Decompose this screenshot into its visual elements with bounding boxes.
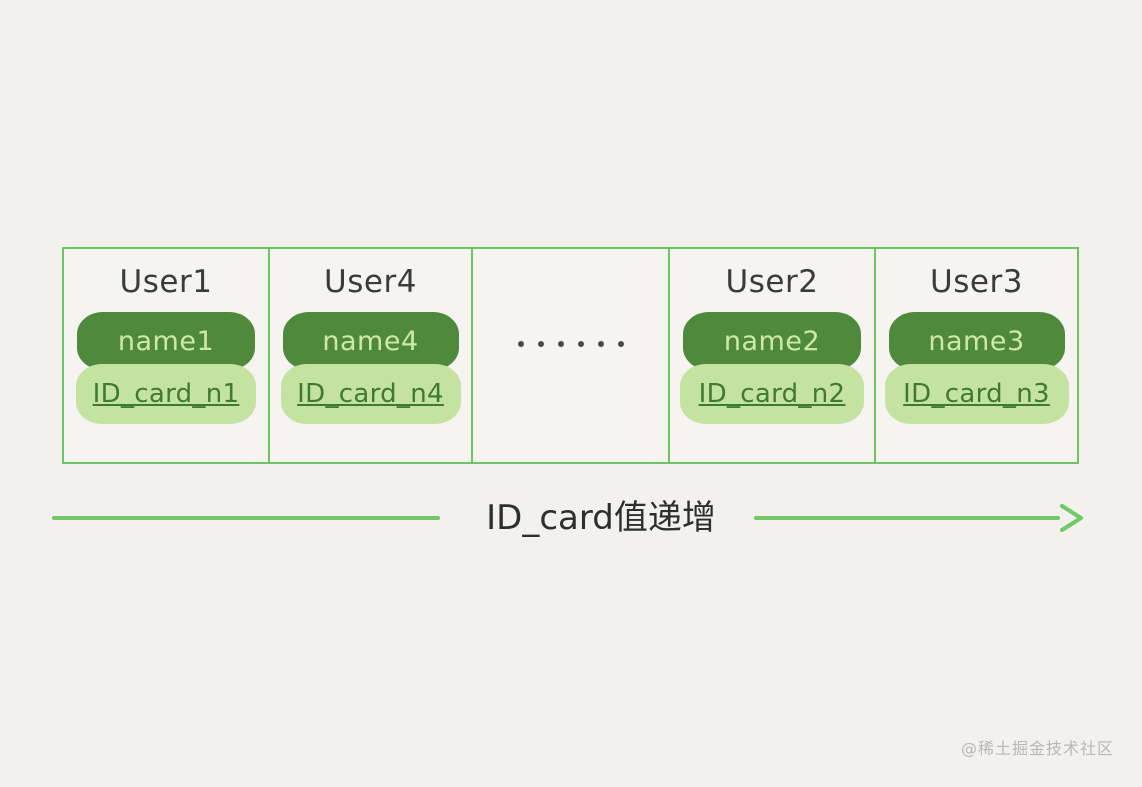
id-card-pill: ID_card_n3 [884,364,1069,424]
axis-line-right [754,516,1060,520]
cell-title: User2 [725,264,819,300]
cell-title: User3 [930,264,1023,300]
name-pill-label: name4 [322,325,419,357]
ellipsis-dot [517,341,524,347]
id-card-pill-label: ID_card_n2 [698,379,846,409]
cell-title: User4 [324,264,417,300]
name-pill-label: name2 [723,325,821,357]
table-cell-user4[interactable]: User4 name4 ID_card_n4 [270,249,473,462]
cell-pill-stack: name3 ID_card_n3 [876,304,1077,462]
user-index-table: User1 name1 ID_card_n1 User4 name4 ID_ca… [62,247,1079,464]
id-card-pill-label: ID_card_n1 [92,379,240,409]
cell-pill-stack: name1 ID_card_n1 [64,304,268,462]
name-pill: name4 [282,312,459,370]
arrow-right-icon [1056,502,1086,534]
table-cell-user1[interactable]: User1 name1 ID_card_n1 [64,249,270,462]
table-cell-user2[interactable]: User2 name2 ID_card_n2 [670,249,876,462]
axis-arrow: ID_card值递增 [52,494,1086,550]
cell-pill-stack: name4 ID_card_n4 [270,304,471,462]
id-card-pill: ID_card_n4 [280,364,461,424]
ellipsis-dot [597,341,604,347]
ellipsis-dot [537,341,544,347]
id-card-pill: ID_card_n2 [680,364,864,424]
id-card-pill-label: ID_card_n3 [903,379,1050,409]
name-pill: name3 [888,312,1065,370]
ellipsis-dots-icon [473,341,668,347]
table-cell-ellipsis [473,249,670,462]
ellipsis-dot [617,341,624,347]
id-card-pill: ID_card_n1 [76,364,256,424]
cell-pill-stack: name2 ID_card_n2 [670,304,874,462]
ellipsis-dot [557,341,564,347]
axis-line-left [52,516,440,520]
id-card-pill-label: ID_card_n4 [297,379,444,409]
name-pill-label: name3 [928,325,1025,357]
cell-title: User1 [119,264,213,300]
ellipsis-dot [577,341,584,347]
name-pill-label: name1 [117,325,215,357]
watermark: @稀土掘金技术社区 [960,739,1114,758]
table-cell-user3[interactable]: User3 name3 ID_card_n3 [876,249,1077,462]
axis-label: ID_card值递增 [486,498,716,538]
name-pill: name1 [77,312,255,370]
name-pill: name2 [683,312,861,370]
